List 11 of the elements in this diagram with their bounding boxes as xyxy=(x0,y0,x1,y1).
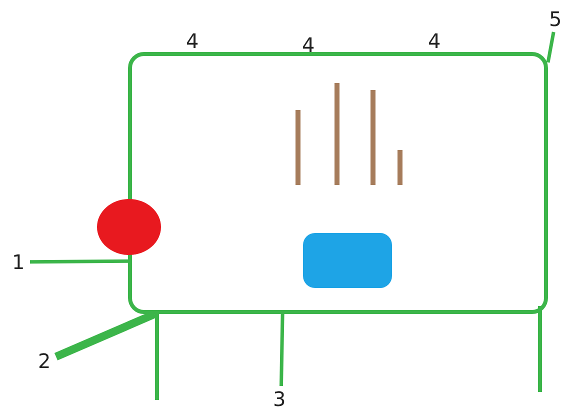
callout-number: 1 xyxy=(12,251,28,273)
callout-number: 5 xyxy=(549,8,563,30)
callout-number: 3 xyxy=(273,388,289,410)
callout-number: 4 xyxy=(428,30,441,52)
callout-number: 2 xyxy=(38,350,54,372)
leader-line xyxy=(280,314,284,386)
leader-line xyxy=(30,259,128,264)
callout-number: 4 xyxy=(302,34,315,56)
callout-number: 4 xyxy=(186,30,199,52)
outline-box xyxy=(128,52,548,314)
leader-line xyxy=(546,32,556,63)
